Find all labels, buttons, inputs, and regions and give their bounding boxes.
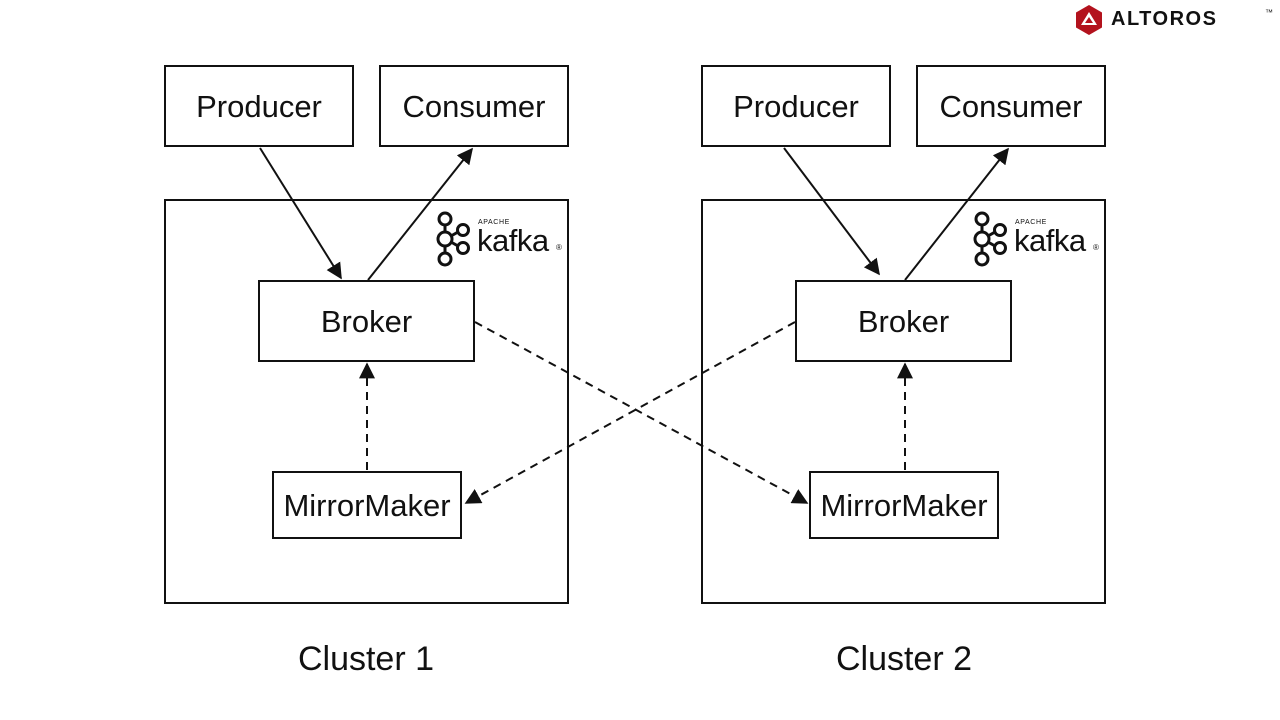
cluster-1-mirrormaker-node: MirrorMaker (272, 471, 462, 539)
cluster-1-label: Cluster 1 (297, 640, 435, 678)
cluster-2-kafka-logo: APACHE kafka ® (970, 209, 1100, 267)
kafka-icon (436, 211, 470, 267)
kafka-registered-mark: ® (1093, 243, 1099, 252)
kafka-wordmark: kafka (1014, 223, 1086, 258)
cluster-2-consumer-node: Consumer (916, 65, 1106, 147)
kafka-icon (973, 211, 1007, 267)
cluster-1-consumer-node: Consumer (379, 65, 569, 147)
cluster-2-mirrormaker-node: MirrorMaker (809, 471, 999, 539)
cluster-1-frame (164, 199, 569, 604)
cluster-2-producer-node: Producer (701, 65, 891, 147)
cluster-1-producer-node: Producer (164, 65, 354, 147)
kafka-wordmark: kafka (477, 223, 549, 258)
altoros-logo: ALTOROS ™ (1072, 3, 1277, 37)
brand-name: ALTOROS (1111, 8, 1218, 30)
altoros-hexagon-icon (1076, 5, 1102, 35)
cluster-2-broker-node: Broker (795, 280, 1012, 362)
cluster-2-producer-to-broker-arrow (783, 147, 880, 276)
kafka-apache-label: APACHE (1015, 219, 1047, 226)
cluster-2-broker-to-cluster-1-mirrormaker-arrow (464, 321, 796, 504)
kafka-apache-label: APACHE (478, 219, 510, 226)
brand-trademark: ™ (1265, 8, 1273, 17)
cluster-1-broker-to-consumer-arrow (367, 147, 473, 281)
kafka-registered-mark: ® (556, 243, 562, 252)
cluster-1-producer-to-broker-arrow (259, 147, 342, 280)
cluster-1-broker-node: Broker (258, 280, 475, 362)
cluster-2-label: Cluster 2 (835, 640, 973, 678)
cluster-2-frame (701, 199, 1106, 604)
cluster-1-broker-to-cluster-2-mirrormaker-arrow (474, 321, 809, 504)
cluster-1-kafka-logo: APACHE kafka ® (433, 209, 563, 267)
cluster-2-broker-to-consumer-arrow (904, 147, 1009, 281)
